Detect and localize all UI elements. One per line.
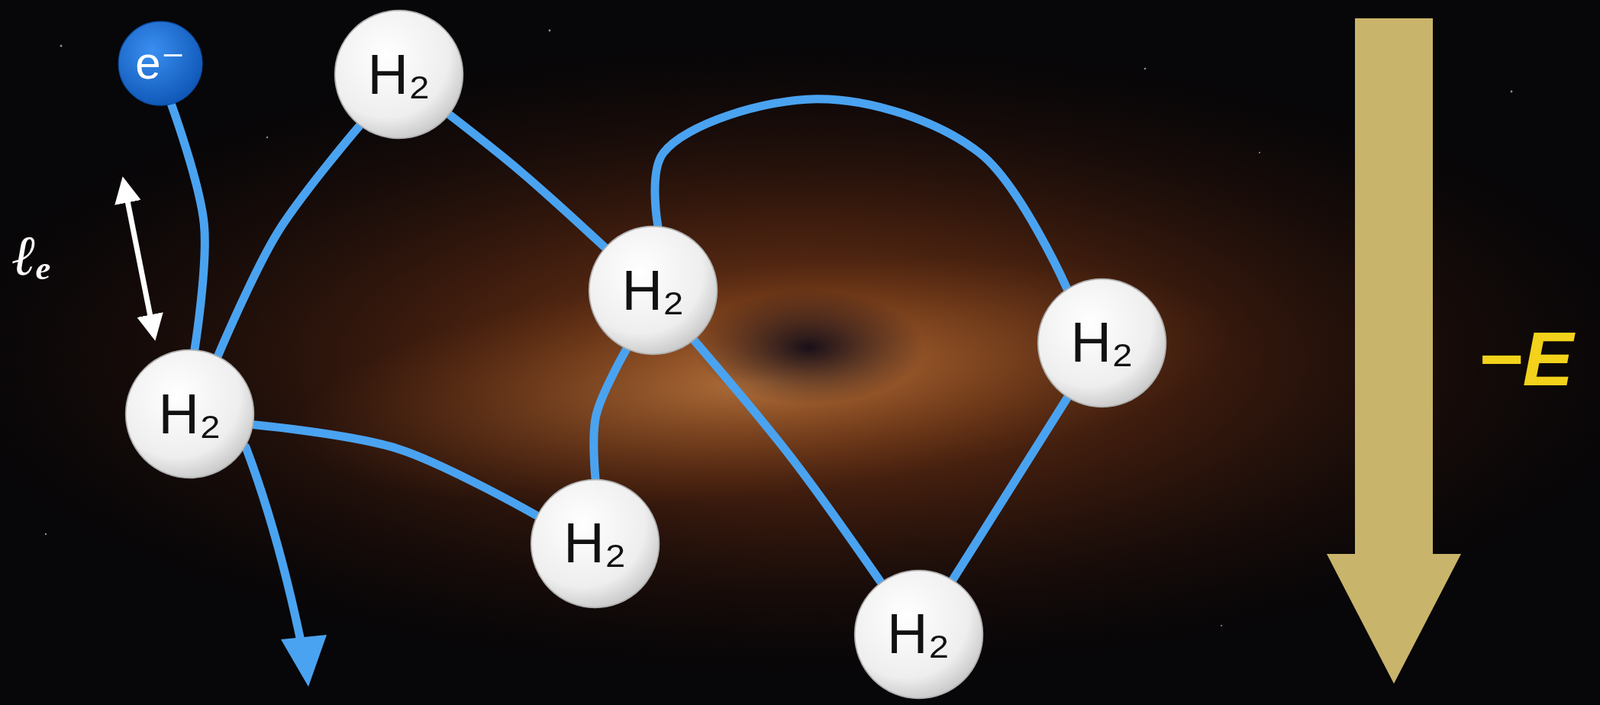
molecule-circle: H₂: [333, 9, 465, 140]
trajectory-segment: [654, 99, 1067, 289]
molecule-label: H₂: [367, 46, 431, 104]
molecule-circle: H₂: [1036, 277, 1168, 409]
trajectory-segment: [218, 125, 360, 355]
circle-shape: [589, 226, 718, 355]
field-arrow-head: [1326, 554, 1462, 684]
trajectory-segment: [171, 104, 206, 349]
disk-glow: [280, 218, 1247, 546]
molecule-circle: H₂: [529, 478, 661, 610]
molecule-circle: H₂: [124, 348, 255, 480]
molecule-label: H₂: [158, 386, 222, 443]
electron-label: e⁻: [135, 40, 185, 87]
circle-shape: [125, 350, 255, 479]
circle-shape: [335, 10, 464, 139]
stars: [45, 29, 1513, 628]
trajectory-segment: [694, 341, 881, 582]
mean-free-path-arrow: [123, 181, 155, 336]
molecule-label: H₂: [621, 262, 684, 320]
trajectory-segment: [593, 350, 626, 479]
trajectory-segment: [254, 425, 536, 517]
molecule-label: H₂: [563, 515, 626, 572]
molecule-label: H₂: [1070, 314, 1134, 371]
molecule-circle: H₂: [853, 569, 984, 700]
molecule-label: H₂: [887, 606, 950, 663]
field-label: −E: [1477, 320, 1574, 397]
circle-shape: [854, 570, 983, 700]
exit-arrowhead: [280, 635, 327, 688]
mean-free-path-label: ℓₑ: [12, 227, 52, 284]
electron-circle: e⁻: [117, 20, 204, 107]
exit-trajectory: [245, 447, 303, 649]
molecule-circle: H₂: [587, 225, 719, 356]
field-arrow-shaft: [1354, 18, 1433, 558]
circle-shape: [118, 21, 203, 106]
trajectory-segment: [450, 115, 605, 248]
trajectory-segment: [953, 398, 1068, 581]
circle-shape: [530, 480, 659, 609]
circle-shape: [1038, 278, 1167, 407]
